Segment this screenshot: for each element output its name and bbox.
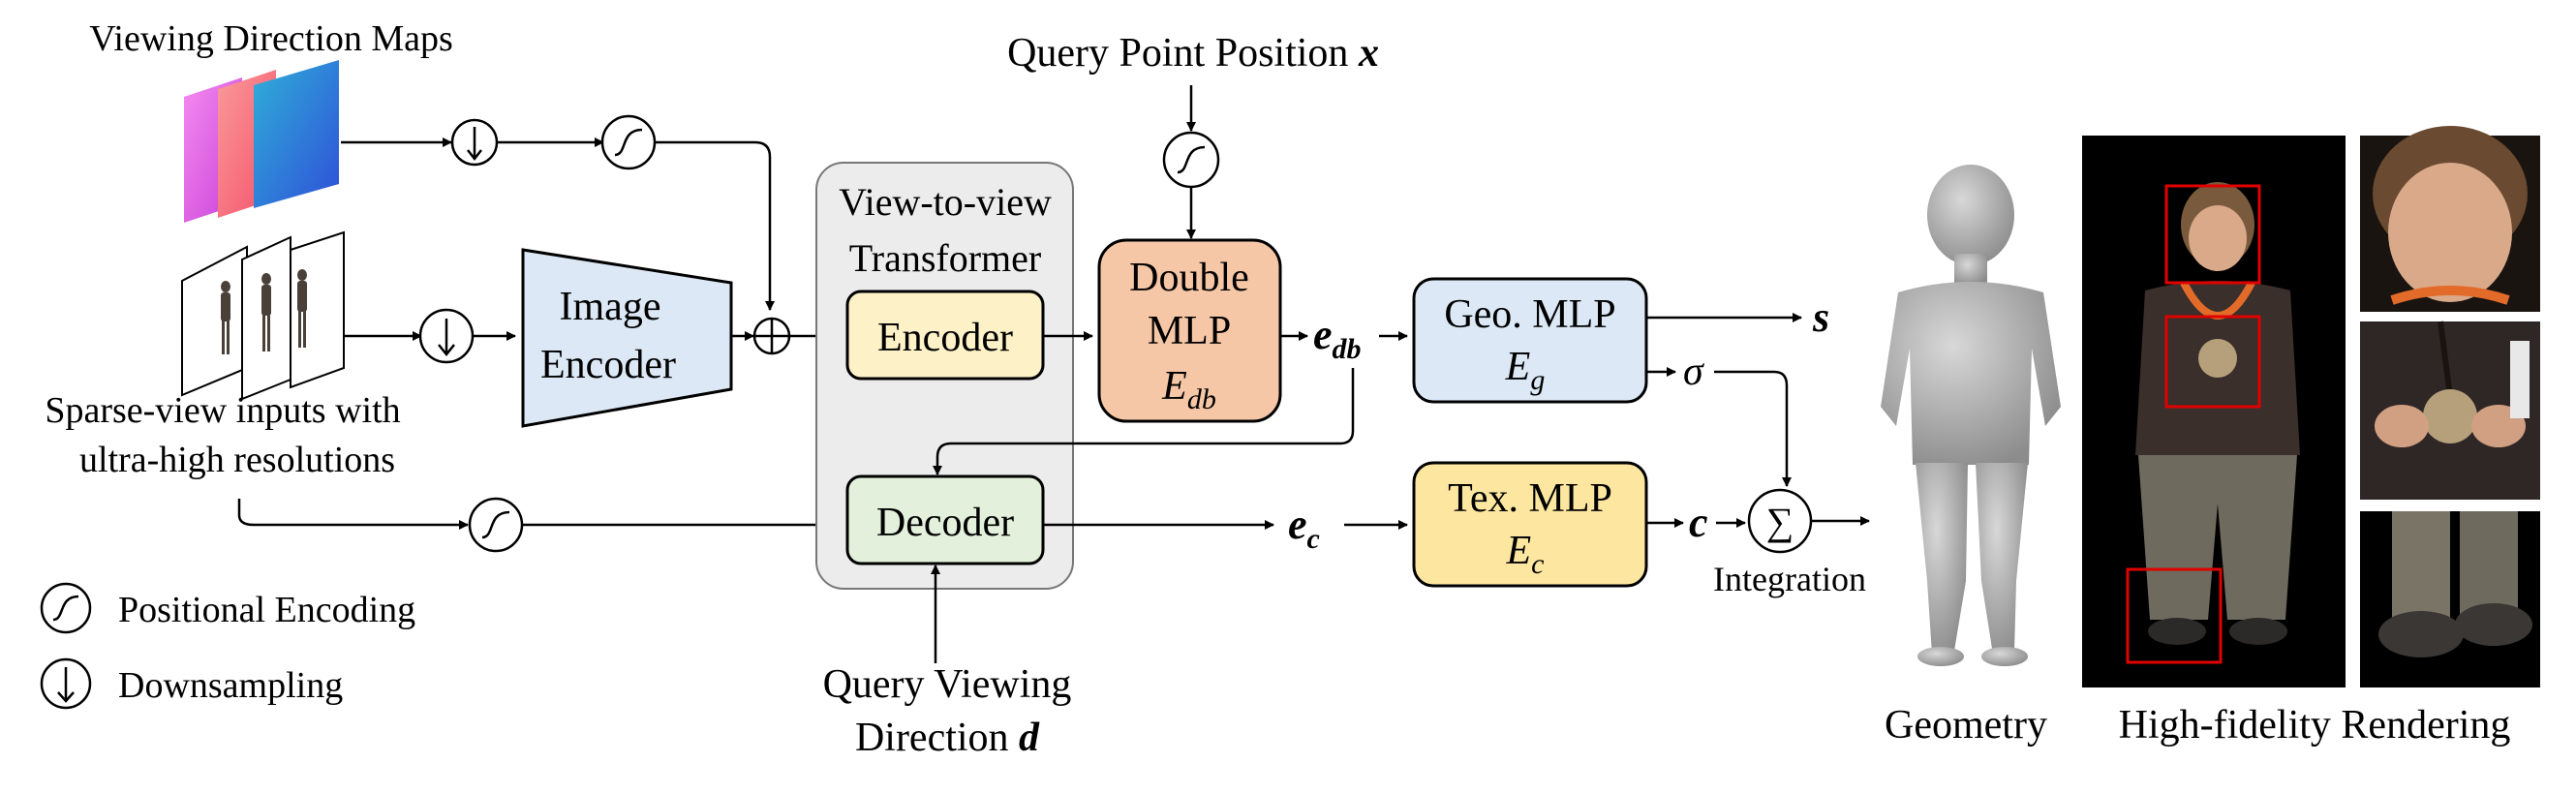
geo-mlp-symbol: Eg bbox=[1505, 345, 1546, 396]
viewing-direction-maps bbox=[184, 60, 339, 223]
decoder-block bbox=[845, 474, 1045, 565]
double-mlp-label-line1: Double bbox=[1129, 256, 1249, 300]
transformer-label-line1: View-to-view bbox=[839, 180, 1052, 224]
downsampling-icon bbox=[418, 308, 475, 364]
image-encoder-label-line2: Encoder bbox=[540, 343, 676, 387]
add-icon bbox=[752, 317, 791, 355]
s-symbol: s bbox=[1812, 293, 1829, 341]
sparse-view-inputs bbox=[181, 230, 345, 401]
zoom-crop-hands bbox=[2360, 321, 2540, 500]
geo-mlp-block bbox=[1412, 277, 1648, 404]
highlight-box-feet bbox=[2126, 567, 2223, 664]
integration-sum-icon: ∑ bbox=[1747, 488, 1813, 554]
positional-encoding-icon bbox=[600, 114, 657, 170]
highlight-box-hands bbox=[2164, 315, 2261, 409]
positional-encoding-icon bbox=[468, 497, 524, 553]
c-symbol: c bbox=[1689, 499, 1708, 546]
svg-text:∑: ∑ bbox=[1766, 500, 1794, 543]
tex-mlp-label: Tex. MLP bbox=[1448, 476, 1612, 521]
downsampling-icon bbox=[450, 118, 499, 167]
rendering-full-body bbox=[2082, 136, 2346, 687]
zoom-crop-feet bbox=[2360, 511, 2540, 687]
query-viewing-label-line2: Direction d bbox=[855, 716, 1040, 760]
legend: Positional Encoding Downsampling bbox=[40, 582, 415, 710]
positional-encoding-icon bbox=[1162, 131, 1220, 189]
sparse-view-label-line1: Sparse-view inputs with bbox=[45, 390, 400, 431]
e-c-symbol: ec bbox=[1288, 501, 1320, 555]
query-point-position-label: Query Point Position x bbox=[1007, 31, 1379, 76]
tex-mlp-symbol: Ec bbox=[1506, 529, 1545, 580]
positional-encoding-icon bbox=[40, 582, 92, 634]
query-viewing-label-line1: Query Viewing bbox=[823, 662, 1072, 707]
viewing-direction-maps-title: Viewing Direction Maps bbox=[89, 18, 453, 59]
geometry-figure bbox=[1881, 165, 2061, 666]
downsampling-icon bbox=[40, 657, 92, 710]
decoder-label: Decoder bbox=[876, 501, 1014, 545]
transformer-label-line2: Transformer bbox=[849, 236, 1042, 280]
sigma-symbol: σ bbox=[1683, 350, 1705, 394]
double-mlp-block bbox=[1097, 238, 1282, 423]
zoom-crop-face bbox=[2360, 126, 2540, 312]
sparse-view-label-line2: ultra-high resolutions bbox=[79, 440, 395, 480]
image-encoder-label-line1: Image bbox=[560, 285, 661, 329]
high-fidelity-rendering-label: High-fidelity Rendering bbox=[2119, 703, 2511, 748]
legend-positional-encoding: Positional Encoding bbox=[118, 590, 415, 630]
legend-downsampling: Downsampling bbox=[118, 665, 343, 706]
geo-mlp-label: Geo. MLP bbox=[1444, 292, 1615, 337]
double-mlp-symbol: Edb bbox=[1161, 364, 1216, 415]
encoder-label: Encoder bbox=[877, 316, 1013, 360]
double-mlp-label-line2: MLP bbox=[1148, 309, 1231, 353]
tex-mlp-block bbox=[1412, 461, 1648, 588]
e-db-symbol: edb bbox=[1313, 311, 1362, 365]
geometry-label: Geometry bbox=[1885, 703, 2047, 748]
integration-label: Integration bbox=[1713, 560, 1866, 598]
image-encoder-block: Image Encoder bbox=[521, 248, 733, 428]
highlight-box-face bbox=[2164, 184, 2261, 285]
